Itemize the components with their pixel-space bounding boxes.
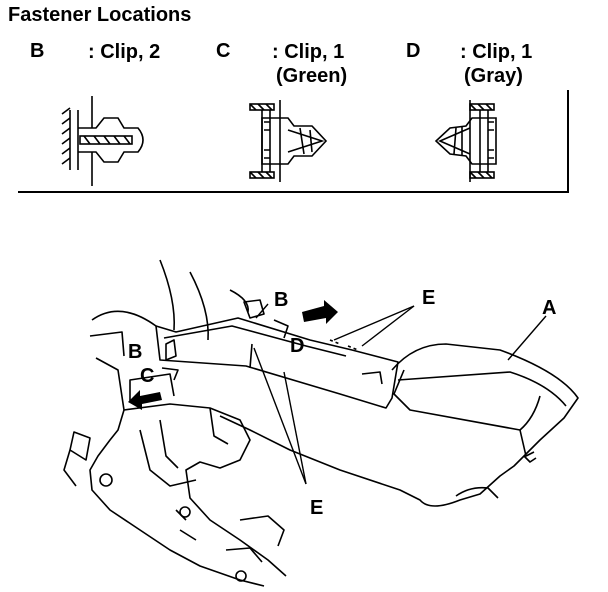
clip-b-illustration — [61, 96, 144, 186]
leader-lines — [253, 303, 547, 485]
arrow-left-icon — [128, 390, 162, 410]
callout-c-left: C — [140, 365, 154, 387]
fastener-d-type: : Clip, 1 — [460, 41, 533, 63]
fastener-b-desc: : Clip, 2 — [88, 40, 160, 64]
fastener-c-color: (Green) — [276, 65, 348, 87]
diagram-title: Fastener Locations — [8, 4, 192, 26]
fastener-b-type: : Clip, 2 — [88, 41, 161, 63]
arrow-right-icon — [302, 300, 338, 324]
callout-b-top: B — [274, 289, 288, 311]
fastener-d-color: (Gray) — [464, 65, 523, 87]
callout-a: A — [542, 297, 556, 319]
fastener-c-letter: C — [216, 40, 231, 62]
clip-d-illustration — [434, 100, 497, 182]
callout-e-top: E — [422, 287, 435, 309]
fastener-c-type: : Clip, 1 — [272, 41, 345, 63]
fastener-d-letter: D — [406, 40, 421, 62]
callout-d: D — [290, 335, 304, 357]
fastener-d-desc: : Clip, 1 (Gray) — [460, 40, 532, 88]
fastener-c-desc: : Clip, 1 (Green) — [272, 40, 347, 88]
callout-b-left: B — [128, 341, 142, 363]
console-assembly — [63, 259, 579, 587]
fastener-b-letter: B — [30, 40, 45, 62]
clip-c-illustration — [249, 100, 328, 182]
callout-e-bottom: E — [310, 497, 323, 519]
fastener-panel-frame — [18, 90, 569, 193]
